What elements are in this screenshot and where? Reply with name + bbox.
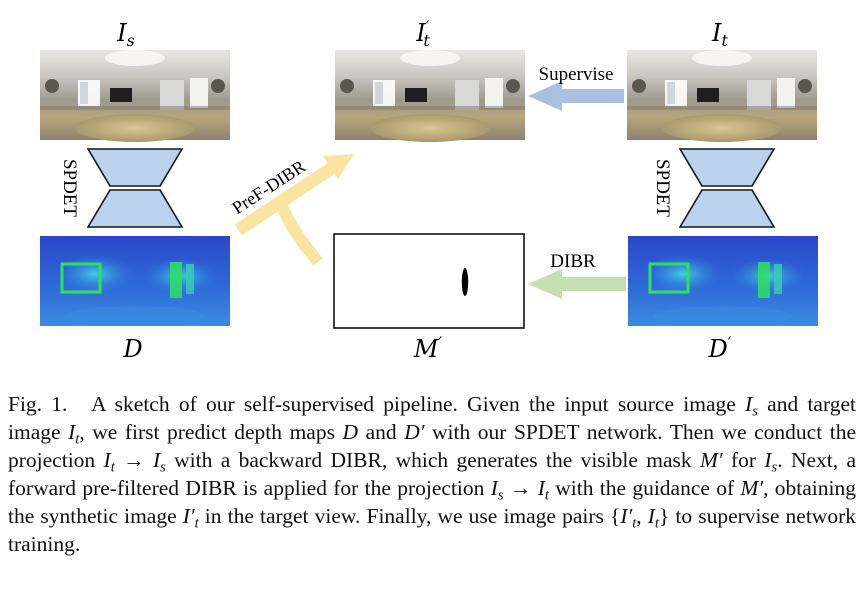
dibr-label: DIBR — [550, 251, 596, 272]
figure-number: Fig. 1. — [8, 392, 68, 416]
label-depth-d: D — [122, 335, 142, 363]
target-panorama — [627, 50, 817, 142]
pref-dibr-arrow — [234, 154, 354, 266]
supervise-label: Supervise — [539, 64, 614, 85]
source-panorama — [40, 50, 230, 142]
visible-mask-blob — [461, 268, 469, 296]
label-mask-m-prime: M′ — [413, 333, 443, 363]
spdet-label-left: SPDET — [59, 159, 80, 217]
supervise-arrow — [528, 81, 624, 111]
spdet-network-right — [679, 148, 775, 228]
spdet-network-left — [87, 148, 183, 228]
depth-map-d-prime — [626, 234, 820, 328]
depth-map-d — [38, 234, 232, 328]
dibr-arrow — [528, 269, 626, 299]
figure-caption: Fig. 1.A sketch of our self-supervised p… — [8, 392, 857, 556]
label-target-image: It — [711, 19, 728, 50]
label-synthetic-image: I′t — [415, 17, 430, 50]
visible-mask-box — [333, 233, 525, 329]
pipeline-figure: Is I′t It SPDET SPDET D M′ D′ Supervise … — [38, 17, 820, 363]
label-depth-d-prime: D′ — [708, 333, 732, 363]
spdet-label-right: SPDET — [652, 159, 673, 217]
synthetic-panorama — [335, 50, 525, 142]
label-source-image: Is — [116, 19, 135, 50]
